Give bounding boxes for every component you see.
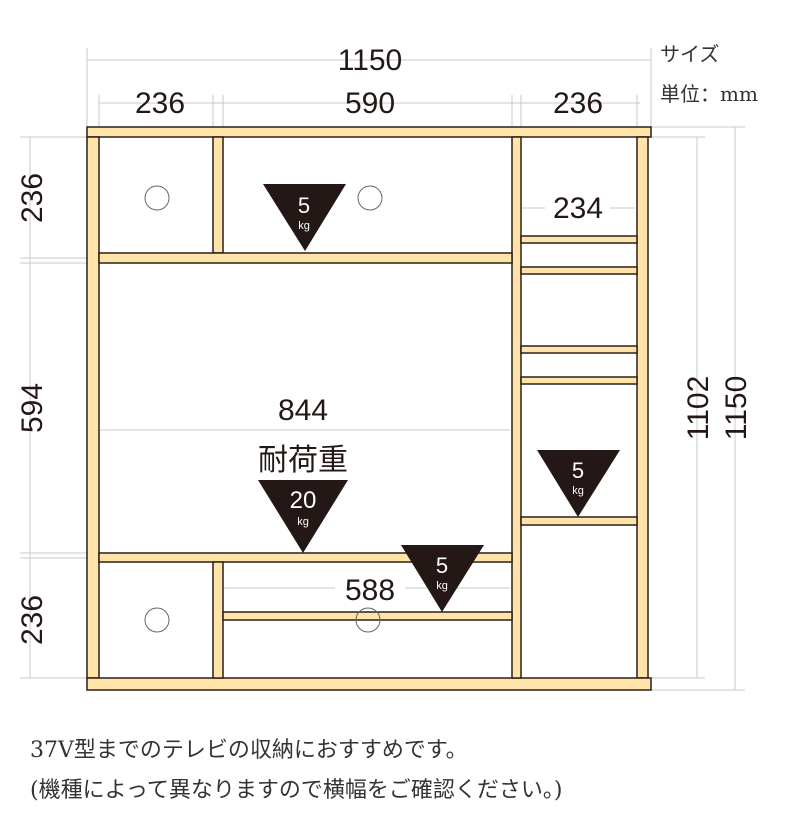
dim-top-height: 236 xyxy=(16,173,49,223)
dimension-lines xyxy=(20,48,745,691)
dim-center-width: 590 xyxy=(345,87,395,120)
dim-total-width: 1150 xyxy=(338,44,403,77)
load-unit: kg xyxy=(436,580,448,592)
note-line-1: 37V型までのテレビの収納におすすめです。 xyxy=(30,738,468,763)
load-triangle-icon xyxy=(401,545,484,612)
load-unit: kg xyxy=(298,220,310,232)
load-triangle-icon xyxy=(537,450,620,517)
load-unit: kg xyxy=(297,516,309,528)
load-triangles xyxy=(258,184,620,612)
load-value: 5 xyxy=(436,553,448,578)
size-label: サイズ xyxy=(660,42,720,66)
dim-left-width: 236 xyxy=(135,87,185,120)
dim-right-inner: 234 xyxy=(553,192,603,225)
load-triangle-icon xyxy=(258,480,348,553)
dim-right-width: 236 xyxy=(553,87,603,120)
load-value: 5 xyxy=(298,193,310,218)
dim-inner-height: 1102 xyxy=(682,376,715,441)
dim-bottom-height: 236 xyxy=(16,595,49,645)
load-value: 20 xyxy=(290,487,317,514)
note-line-2: (機種によって異なりますので横幅をご確認ください。) xyxy=(30,778,563,803)
cable-hole-icons xyxy=(144,185,383,633)
load-triangle-icon xyxy=(263,184,346,251)
load-unit: kg xyxy=(572,485,584,497)
dim-bottom-inner: 588 xyxy=(345,574,395,607)
shelf-boards xyxy=(86,126,652,691)
load-capacity-label: 耐荷重 xyxy=(258,444,348,477)
dim-total-height: 1150 xyxy=(720,376,753,441)
dim-middle-height: 594 xyxy=(16,383,49,433)
load-value: 5 xyxy=(572,458,584,483)
dim-center-inner: 844 xyxy=(278,394,328,427)
unit-label: 単位：mm xyxy=(660,82,758,106)
